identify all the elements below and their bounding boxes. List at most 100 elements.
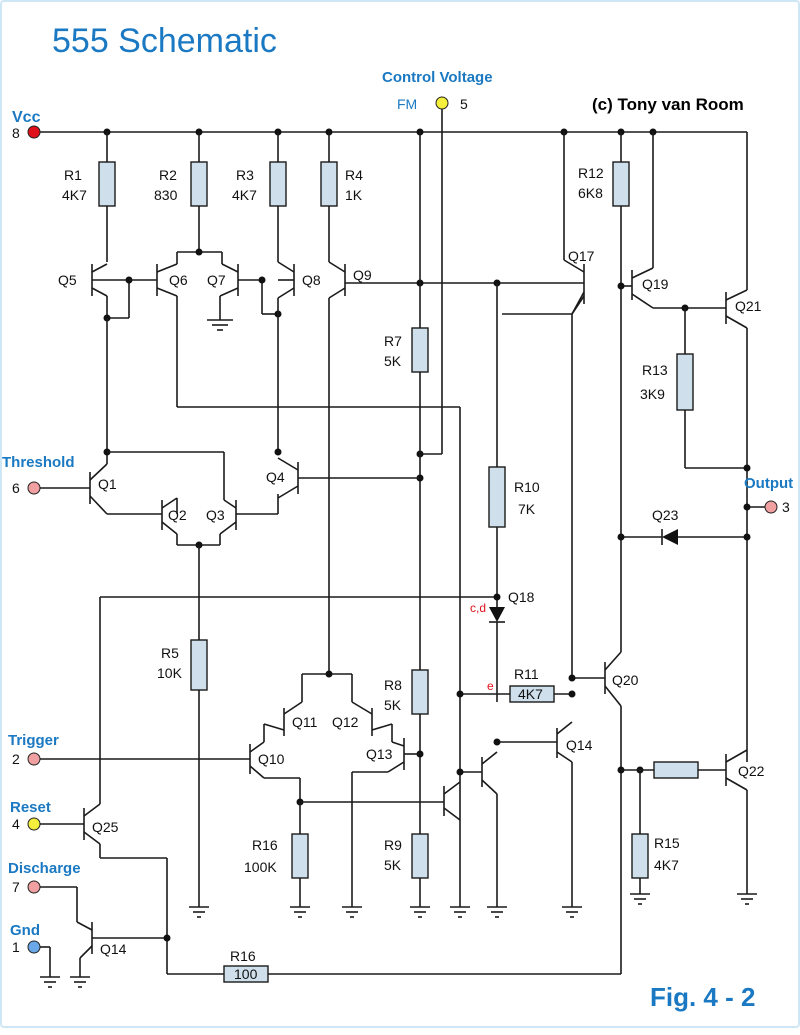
gnd-pin-number: 1 [12,939,20,955]
output-label: Output [744,475,793,492]
transistor-q6: Q6 [156,248,222,407]
resistor-r7: R7 5K [384,327,429,670]
threshold-pin[interactable] [27,481,41,495]
r2-name: R2 [159,167,177,183]
r1-name: R1 [64,167,82,183]
q2-label: Q2 [168,507,187,523]
cd-annotation: c,d [470,601,486,615]
vcc-pin-number: 8 [12,125,20,141]
q20-label: Q20 [612,672,639,688]
q25-label: Q25 [92,819,119,835]
discharge-pin-number: 7 [12,879,20,895]
r9-value: 5K [384,857,402,873]
threshold-label: Threshold [2,454,75,471]
transistor-q17: Q14 [493,721,593,918]
r15-value: 4K7 [654,857,679,873]
reset-pin[interactable] [27,817,41,831]
resistor-r9: R9 5K [384,833,430,918]
resistor-r2: R2 830 [154,132,208,252]
q21-label: Q19 [642,276,669,292]
transistor-q14: Q14 [70,922,171,988]
gnd-label: Gnd [10,922,40,939]
output-pin-number: 3 [782,499,790,515]
transistor-q2: Q2 [161,497,220,549]
e-annotation: e [487,679,494,693]
r12-name: R12 [578,165,604,181]
r5-value: 10K [157,665,183,681]
diode-q18: Q18 c,d [470,589,535,702]
transistor-q4: Q4 [266,448,420,499]
r16b-value: 100 [234,966,258,982]
resistor-r4: R4 1K [320,132,363,262]
reset-pin-number: 4 [12,816,20,832]
q14-label: Q14 [100,941,127,957]
output-drive-resistor [653,761,699,779]
resistor-r1: R1 4K7 [62,132,116,262]
transistor-q9: Q9 [328,261,584,674]
output-pin[interactable] [764,500,778,514]
q9-label: Q9 [353,267,372,283]
page-title: 555 Schematic [52,22,277,60]
r3-value: 4K7 [232,187,257,203]
discharge-pin[interactable] [27,880,41,894]
vcc-label: Vcc [12,109,41,126]
q12-label: Q12 [332,714,359,730]
q1-label: Q1 [98,476,117,492]
r10-value: 7K [518,501,536,517]
transistor-q5: Q5 [58,263,133,322]
figure-caption: Fig. 4 - 2 [650,982,755,1012]
resistor-r13: R13 3K9 [640,308,751,472]
r8-value: 5K [384,697,402,713]
r8-name: R8 [384,677,402,693]
r9-name: R9 [384,837,402,853]
q23-label: Q23 [652,507,679,523]
transistor-q20: Q20 [568,651,639,974]
transistor-q7: Q7 [207,252,262,331]
q22-label: Q21 [735,298,762,314]
q24-label: Q22 [738,763,765,779]
q7-label: Q7 [207,272,226,288]
resistor-r5: R5 10K [157,545,209,918]
r11-name: R11 [514,666,539,682]
q19-label: Q17 [568,248,595,264]
control-voltage-pin[interactable] [435,96,449,110]
trigger-label: Trigger [8,732,59,749]
discharge-label: Discharge [8,860,81,877]
r3-name: R3 [236,167,254,183]
r16b-name: R16 [230,948,256,964]
transistor-q8: Q8 [258,261,321,452]
transistor-q1: Q1 [89,448,224,515]
r1-value: 4K7 [62,187,87,203]
r2-value: 830 [154,187,178,203]
transistor-q22: Q21 [725,289,762,762]
r11-value: 4K7 [518,686,543,702]
q8-label: Q8 [302,272,321,288]
transistor-q21: Q19 [617,132,726,309]
vcc-pin[interactable] [27,125,41,139]
r16a-name: R16 [252,837,278,853]
resistor-r15: R15 4K7 [630,770,680,905]
r7-value: 5K [384,353,402,369]
resistor-r12: R12 6K8 [578,132,630,652]
resistor-r16-100k: R16 100K [244,802,310,918]
reset-label: Reset [10,799,51,816]
q10-label: Q10 [258,751,285,767]
transistor-q12: Q12 [332,674,393,742]
trigger-pin[interactable] [27,752,41,766]
transistor-q11: Q11 [263,674,318,742]
transistor-q10: Q10 [249,741,301,802]
gnd-pin[interactable] [27,940,41,954]
trigger-pin-number: 2 [12,751,20,767]
r15-name: R15 [654,835,680,851]
transistor-q24: Q22 [725,749,765,905]
transistor-q19: Q17 [563,132,595,678]
r13-value: 3K9 [640,386,665,402]
r16a-value: 100K [244,859,277,875]
control-voltage-label: Control Voltage [382,69,493,86]
resistor-r10: R10 7K [488,466,540,607]
threshold-pin-number: 6 [12,480,20,496]
q3-label: Q3 [206,507,225,523]
q5-label: Q5 [58,272,77,288]
